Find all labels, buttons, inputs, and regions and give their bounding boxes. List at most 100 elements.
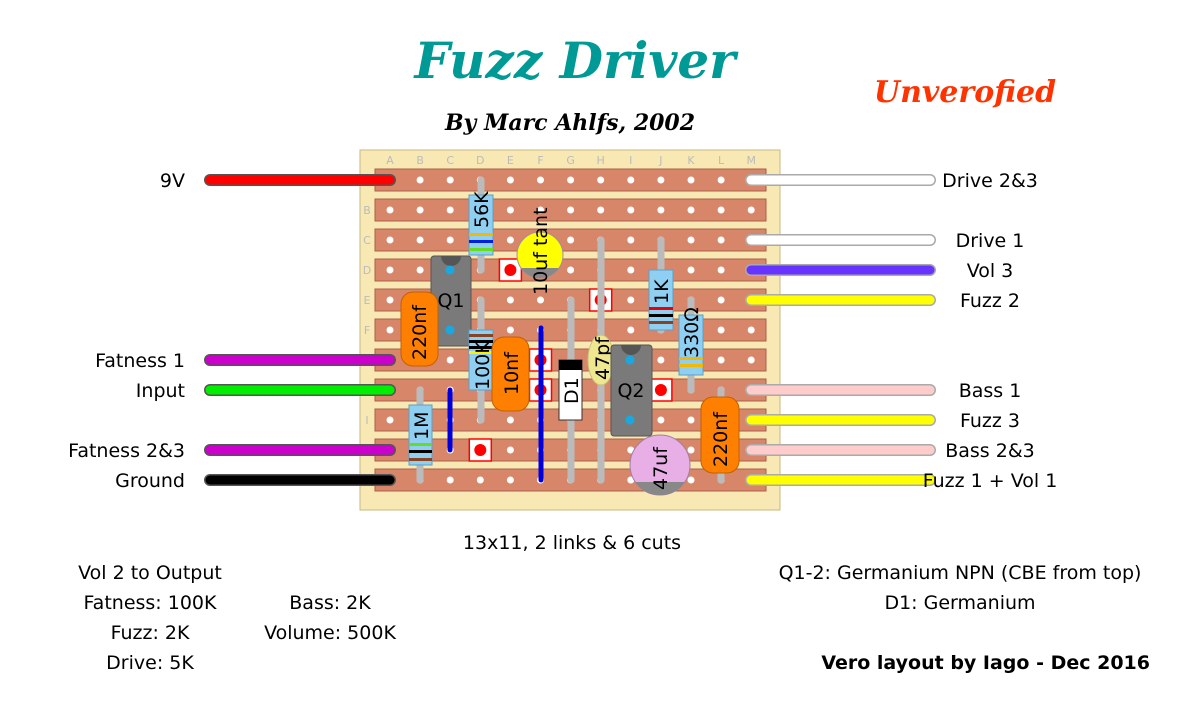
hole bbox=[446, 176, 454, 184]
hole bbox=[717, 206, 725, 214]
hole bbox=[657, 176, 665, 184]
hole bbox=[627, 266, 635, 274]
capacitor-label: 10uf tant bbox=[530, 207, 552, 295]
hole bbox=[446, 206, 454, 214]
hole bbox=[386, 236, 394, 244]
row-label: F bbox=[364, 324, 370, 337]
transistor-note: Q1-2: Germanium NPN (CBE from top) bbox=[779, 562, 1142, 584]
hole bbox=[657, 206, 665, 214]
wire-label: 9V bbox=[160, 170, 185, 192]
column-label: L bbox=[718, 154, 725, 167]
hole bbox=[537, 176, 544, 184]
column-label: G bbox=[566, 154, 575, 167]
row-label: B bbox=[363, 204, 371, 217]
resistor-56k: 56K bbox=[468, 191, 494, 256]
wire-label: Fuzz 2 bbox=[960, 290, 1020, 312]
row-label: I bbox=[365, 414, 368, 427]
transistor-label: Q1 bbox=[437, 290, 464, 312]
hole bbox=[687, 416, 695, 424]
hole bbox=[446, 476, 454, 484]
wire-label: Drive 1 bbox=[956, 230, 1025, 252]
hole bbox=[416, 206, 424, 214]
resistor-label: 56K bbox=[471, 191, 493, 228]
transistor-q1: Q1 bbox=[430, 255, 472, 347]
hole bbox=[687, 236, 695, 244]
hole bbox=[537, 296, 544, 304]
capacitor-10uf-tant: 10uf tant bbox=[516, 207, 564, 295]
hole bbox=[476, 476, 484, 484]
hole bbox=[717, 326, 725, 334]
hole bbox=[717, 236, 725, 244]
hole bbox=[627, 176, 635, 184]
resistor-label: 1K bbox=[651, 279, 673, 304]
hole bbox=[687, 176, 695, 184]
capacitor-label: 220nf bbox=[409, 304, 431, 360]
hole bbox=[506, 326, 514, 334]
hole bbox=[717, 176, 725, 184]
hole bbox=[627, 326, 635, 334]
hole bbox=[416, 176, 424, 184]
hole bbox=[386, 266, 394, 274]
capacitor-label: 47uf bbox=[650, 446, 672, 490]
credit: Vero layout by Iago - Dec 2016 bbox=[821, 652, 1150, 674]
hole bbox=[506, 206, 514, 214]
hole bbox=[416, 266, 424, 274]
column-label: B bbox=[416, 154, 424, 167]
hole bbox=[657, 356, 665, 364]
hole bbox=[416, 236, 424, 244]
author: By Marc Ahlfs, 2002 bbox=[444, 110, 695, 136]
resistor-label: 100K bbox=[472, 341, 494, 390]
wire-label: Vol 3 bbox=[967, 260, 1014, 282]
hole bbox=[687, 206, 695, 214]
column-label: J bbox=[658, 154, 662, 167]
resistor-330-ohm: 330Ω bbox=[678, 307, 704, 376]
resistor-1k: 1K bbox=[648, 269, 674, 331]
hole bbox=[747, 326, 755, 334]
column-label: F bbox=[537, 154, 543, 167]
column-label: M bbox=[746, 154, 756, 167]
column-label: E bbox=[507, 154, 514, 167]
row-label: C bbox=[363, 234, 371, 247]
hole bbox=[506, 416, 514, 424]
hole bbox=[446, 356, 454, 364]
capacitor-220nf-right: 220nf bbox=[700, 396, 740, 474]
hole bbox=[597, 176, 605, 184]
resistor-label: 330Ω bbox=[681, 307, 703, 358]
hole bbox=[567, 176, 575, 184]
hole bbox=[386, 326, 394, 334]
track-cut bbox=[498, 258, 523, 282]
diode-note: D1: Germanium bbox=[884, 592, 1035, 614]
track-cut bbox=[649, 378, 673, 402]
hole bbox=[567, 206, 575, 214]
notes-heading: Vol 2 to Output bbox=[78, 562, 222, 584]
resistor-label: 1M bbox=[411, 412, 433, 440]
wire-label: Fuzz 1 + Vol 1 bbox=[923, 470, 1058, 492]
track-cut bbox=[468, 438, 493, 462]
column-label: A bbox=[386, 154, 394, 167]
wire-label: Drive 2&3 bbox=[942, 170, 1038, 192]
hole bbox=[386, 296, 394, 304]
column-label: K bbox=[687, 154, 695, 167]
hole bbox=[506, 296, 514, 304]
wire-label: Fatness 1 bbox=[95, 350, 185, 372]
resistor-100k: 100K bbox=[468, 329, 494, 391]
wire-label: Bass 2&3 bbox=[945, 440, 1035, 462]
wire-label: Fuzz 3 bbox=[960, 410, 1020, 432]
transistor-label: Q2 bbox=[617, 380, 644, 402]
capacitor-47pf: 47pf bbox=[587, 334, 615, 386]
pot-note: Fatness: 100K bbox=[84, 592, 218, 614]
capacitor-10nf: 10nf bbox=[491, 336, 530, 412]
hole bbox=[657, 416, 665, 424]
row-label: E bbox=[364, 294, 371, 307]
hole bbox=[627, 296, 635, 304]
hole bbox=[506, 176, 514, 184]
hole bbox=[747, 206, 755, 214]
wire-label: Fatness 2&3 bbox=[68, 440, 185, 462]
pot-note: Bass: 2K bbox=[289, 592, 371, 614]
hole bbox=[506, 476, 514, 484]
hole bbox=[386, 206, 394, 214]
hole bbox=[567, 236, 575, 244]
hole bbox=[506, 446, 514, 454]
